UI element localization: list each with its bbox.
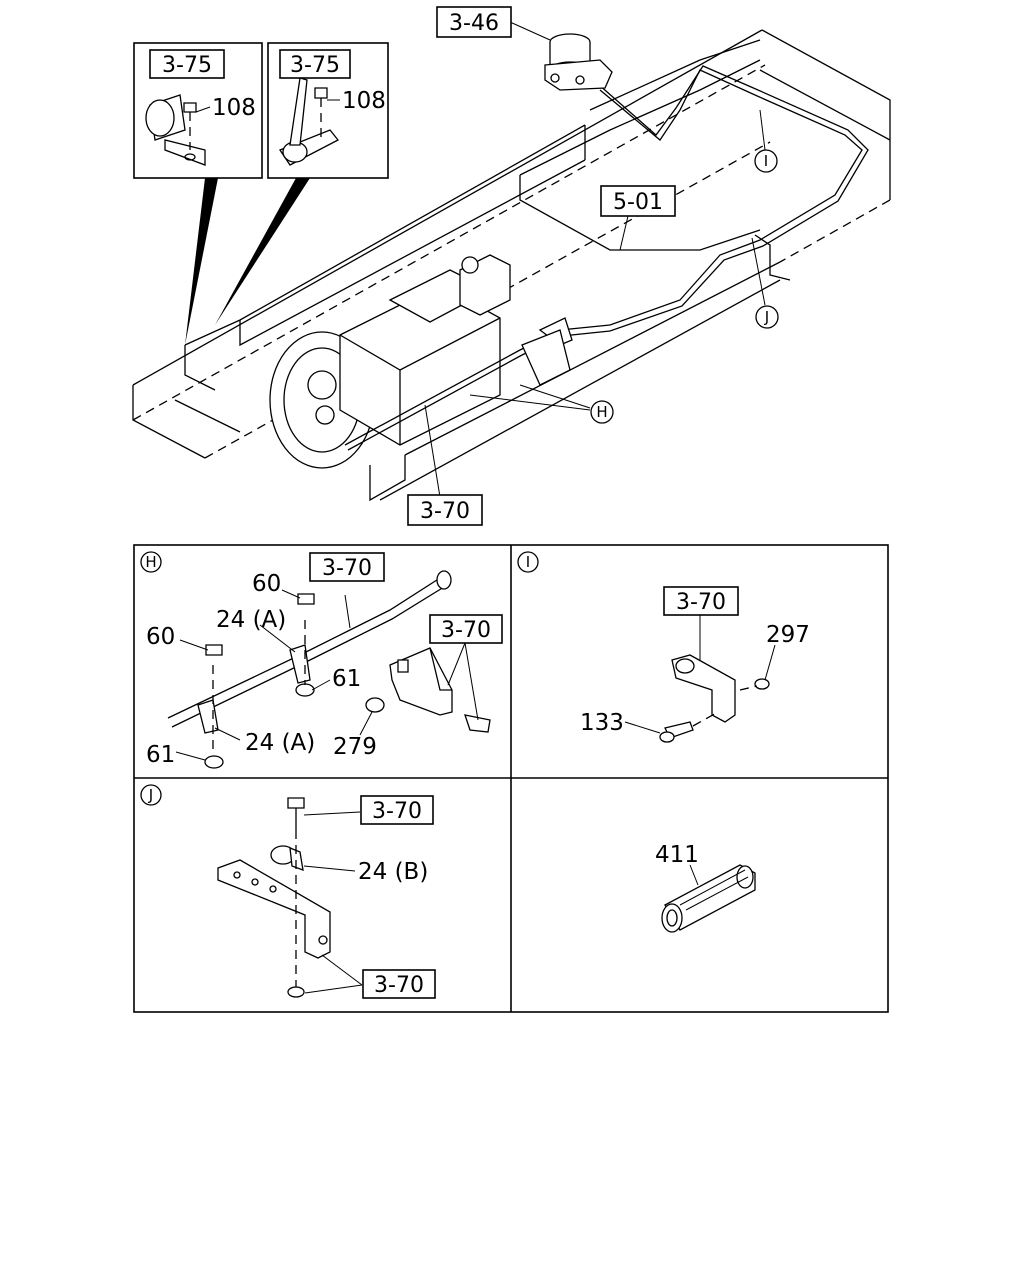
clip-24b: 24 (B): [358, 859, 428, 885]
bolt-60-upper: 60: [252, 571, 281, 597]
leader-lines: [424, 21, 766, 498]
ref-box-h-bracket: [429, 614, 503, 644]
ref-box-j-bracket: [362, 969, 436, 999]
callout-j: J: [764, 308, 769, 326]
ref-chassis-harness: 5-01: [613, 190, 663, 215]
ref-box-3-75-left: [149, 49, 225, 79]
callout-h: H: [596, 403, 607, 421]
ref-box-i: [663, 586, 739, 616]
nut-279: 279: [333, 734, 377, 760]
clip-24a-upper: 24 (A): [216, 607, 286, 633]
ref-box-3-75-right: [279, 49, 351, 79]
inset-right-bolt: 108: [342, 88, 386, 114]
inset-left-ref: 3-75: [162, 53, 212, 78]
ref-bracket-i: 3-70: [676, 590, 726, 615]
inset-right-ref: 3-75: [290, 53, 340, 78]
callout-h-circle: [590, 400, 614, 424]
inset-right: [267, 42, 389, 179]
callout-i: I: [764, 152, 768, 170]
detail-i: I 3-70 297 133: [517, 551, 810, 743]
detail-j-marker: J: [148, 786, 153, 804]
ref-box-j-bolt: [360, 795, 434, 825]
nut-61-upper: 61: [332, 666, 361, 692]
ref-box-h-pipe: [309, 552, 385, 582]
detail-grid: [133, 544, 889, 1013]
callout-j-circle: [755, 305, 779, 329]
nut-297: 297: [766, 622, 810, 648]
detail-h: H 3-70 3-70 60: [140, 551, 503, 769]
main-view: 3-46 5-01 3-70 3-75 108 3-75 108 I J H: [132, 6, 891, 526]
detail-h-marker-circle: [140, 551, 162, 573]
detail-j-marker-circle: [140, 784, 162, 806]
transmission: [269, 254, 511, 469]
chassis-frame: [132, 29, 891, 502]
ref-bracket-j: 3-70: [374, 973, 424, 998]
inset-left-bolt: 108: [212, 95, 256, 121]
detail-i-marker: I: [526, 553, 530, 571]
bolt-60-lower: 60: [146, 624, 175, 650]
ref-box-5-01: [600, 185, 676, 217]
callout-i-circle: [754, 149, 778, 173]
ref-box-3-46: [436, 6, 512, 38]
ref-bolt-j: 3-70: [372, 799, 422, 824]
bolt-133: 133: [580, 710, 624, 736]
ref-pipe: 3-70: [322, 556, 372, 581]
air-pipe: [344, 65, 869, 451]
detail-j: J 3-70 24 (B) 3-70: [140, 784, 436, 999]
clip-24a-lower: 24 (A): [245, 730, 315, 756]
inset-left: [133, 42, 263, 179]
inset-pointers: [185, 178, 310, 345]
ref-bracket-h: 3-70: [441, 618, 491, 643]
detail-h-marker: H: [145, 553, 156, 571]
detail-i-marker-circle: [517, 551, 539, 573]
nut-61-lower: 61: [146, 742, 175, 768]
ref-air-dryer: 3-46: [449, 11, 499, 36]
part-411: 411: [655, 842, 699, 868]
ref-bracket-main: 3-70: [420, 499, 470, 524]
detail-k: 411: [655, 842, 756, 933]
air-dryer: [544, 33, 613, 91]
ref-box-3-70-main: [407, 494, 483, 526]
